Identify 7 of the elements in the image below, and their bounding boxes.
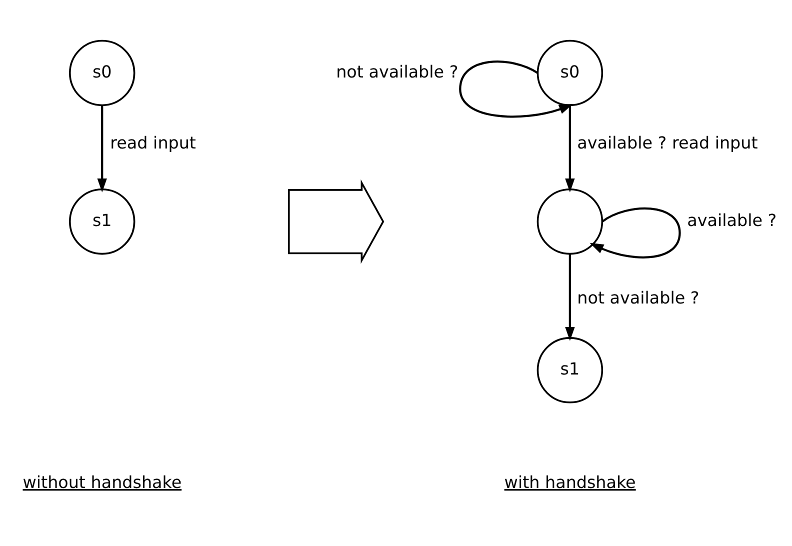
edge-label: read input [110,132,196,152]
edge-label: not available ? [577,287,700,308]
edge-label: not available ? [336,60,458,81]
label: without handshake [22,471,182,492]
edge-label: available ? read input [577,132,758,152]
label: with handshake [504,471,636,492]
edge-label: available ? [687,210,777,230]
